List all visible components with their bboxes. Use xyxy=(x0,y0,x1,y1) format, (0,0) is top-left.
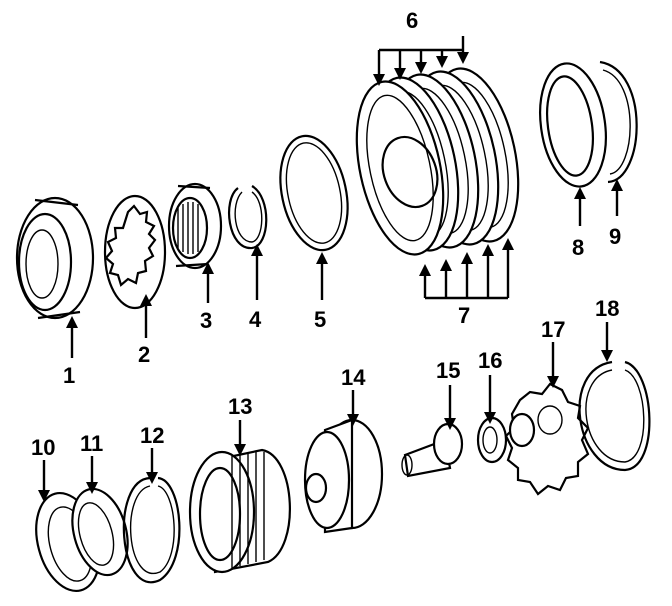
part-16-washer xyxy=(476,416,508,464)
part-2-toothed-plate xyxy=(103,194,167,310)
callout-8: 8 xyxy=(572,235,584,260)
callout-12: 12 xyxy=(140,423,164,448)
callout-4: 4 xyxy=(249,307,262,332)
part-13-clutch-drum xyxy=(188,448,291,574)
part-3-needle-bearing xyxy=(167,182,223,270)
callout-2: 2 xyxy=(138,342,150,367)
callout-14: 14 xyxy=(341,365,366,390)
callout-16: 16 xyxy=(478,348,502,373)
callout-5: 5 xyxy=(314,307,326,332)
part-12-snap-ring xyxy=(122,476,181,584)
clutch-pack-plates xyxy=(355,67,520,256)
callout-15: 15 xyxy=(436,358,460,383)
callout-10: 10 xyxy=(31,435,55,460)
callout-11: 11 xyxy=(80,431,103,456)
callout-3: 3 xyxy=(200,308,212,333)
callout-7: 7 xyxy=(458,303,470,328)
callout-9: 9 xyxy=(609,224,621,249)
callout-18: 18 xyxy=(595,296,619,321)
part-5-seal-ring xyxy=(279,134,349,252)
part-1-bearing-housing xyxy=(15,196,95,320)
part-9-snap-ring xyxy=(599,60,638,184)
callout-17: 17 xyxy=(541,317,565,342)
part-18-snap-ring xyxy=(578,360,651,472)
callout-13: 13 xyxy=(228,394,252,419)
callout-1: 1 xyxy=(63,363,75,388)
leader-lines xyxy=(38,36,623,502)
part-17-gear-assembly xyxy=(504,382,590,496)
part-4-snap-ring xyxy=(228,185,268,250)
callout-labels: 1 2 3 4 5 6 7 8 9 10 11 12 13 14 15 16 1… xyxy=(31,8,621,460)
part-8-pressure-plate xyxy=(539,62,607,188)
callout-6: 6 xyxy=(406,8,418,33)
part-14-planetary-carrier xyxy=(303,418,384,534)
part-15-sun-gear-shaft xyxy=(401,422,464,478)
